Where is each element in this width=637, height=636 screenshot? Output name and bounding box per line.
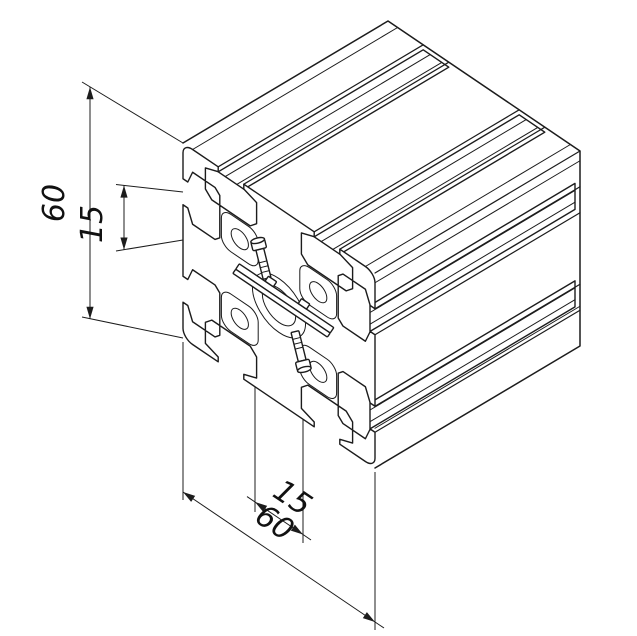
face-ridge-edge: [374, 150, 581, 274]
top-slot-channel: [313, 109, 546, 255]
fastener-plate: [232, 263, 335, 338]
fastener-set: [232, 236, 335, 374]
center-boss: [252, 261, 305, 351]
side-slot-channel: [369, 280, 581, 433]
fastener-nut: [264, 275, 277, 288]
extension-line: [81, 316, 184, 339]
dimension-line: [182, 491, 376, 623]
extension-line: [115, 184, 184, 193]
top-slot-channel: [217, 44, 450, 190]
fastener-nut: [297, 298, 311, 310]
dimension-slot-offset-side: 15: [75, 184, 184, 252]
core-hole: [310, 278, 327, 307]
chamber-outline: [221, 288, 258, 350]
side-slot-channel: [369, 182, 581, 336]
dimension-label-slot-side: 15: [75, 205, 110, 243]
extrusion-body: [183, 20, 581, 469]
fastener-bolt-upper: [250, 236, 272, 280]
dimension-profile-height: 60: [37, 81, 184, 339]
extension-line: [81, 81, 184, 144]
fastener-bolt-lower: [290, 330, 312, 374]
core-hole: [231, 304, 248, 333]
dimension-label-height: 60: [37, 184, 72, 222]
fillet-edges: [192, 27, 581, 429]
extension-line: [115, 239, 184, 252]
core-hole: [231, 225, 248, 254]
dimension-line-overshoot: [374, 621, 385, 629]
chamber-outline: [300, 261, 337, 323]
